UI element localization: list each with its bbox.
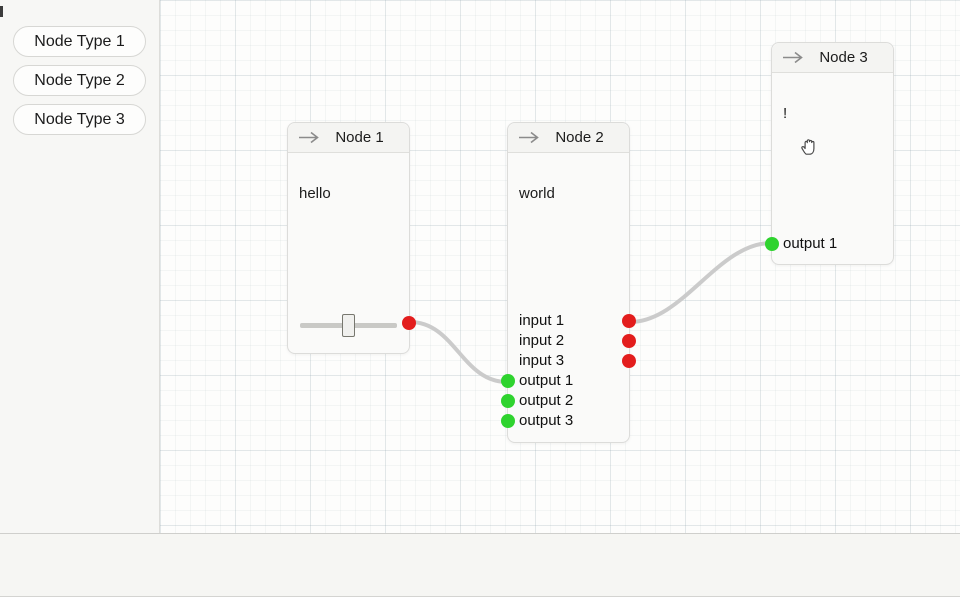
connections-layer	[408, 241, 773, 384]
arrow-right-icon	[518, 131, 540, 144]
node-2-output-2-label: output 2	[519, 392, 574, 409]
node-1-header[interactable]: Node 1	[288, 123, 409, 153]
node-1-content-text: hello	[299, 185, 331, 202]
connection-edge-node2-node3[interactable]	[628, 241, 773, 324]
sidebar-button-node-type-1[interactable]: Node Type 1	[13, 26, 146, 57]
flow-editor: Node Type 1 Node Type 2 Node Type 3 Node…	[0, 0, 960, 534]
node-1[interactable]: Node 1 hello	[287, 122, 416, 354]
sidebar: Node Type 1 Node Type 2 Node Type 3	[0, 0, 160, 533]
node-1-slider[interactable]	[300, 313, 397, 337]
node-2-output-1-label: output 1	[519, 372, 574, 389]
window-edge-artifact	[0, 6, 3, 17]
node-2-content-text: world	[519, 185, 555, 202]
grab-hand-cursor-icon	[799, 134, 819, 156]
node-2-output-port-1-dot[interactable]	[501, 374, 515, 388]
node-2-input-1-label: input 1	[519, 312, 565, 329]
node-2[interactable]: Node 2 world input 1 input 2 input 3 out…	[501, 122, 636, 443]
node-3[interactable]: Node 3 ! output 1	[765, 42, 894, 265]
node-3-content-text: !	[783, 105, 788, 122]
sidebar-button-node-type-3[interactable]: Node Type 3	[13, 104, 146, 135]
node-2-header[interactable]: Node 2	[508, 123, 629, 153]
arrow-right-icon	[298, 131, 320, 144]
node-2-input-2-label: input 2	[519, 332, 565, 349]
node-1-output-port-dot[interactable]	[402, 316, 416, 330]
sidebar-button-node-type-2[interactable]: Node Type 2	[13, 65, 146, 96]
arrow-right-icon	[782, 51, 804, 64]
node-2-input-port-1-dot[interactable]	[622, 314, 636, 328]
node-3-output-port-1-dot[interactable]	[765, 237, 779, 251]
node-3-header[interactable]: Node 3	[772, 43, 893, 73]
node-3-output-1-label: output 1	[783, 235, 838, 252]
node-3-title: Node 3	[819, 49, 868, 66]
connection-edge-node1-node2[interactable]	[408, 320, 509, 384]
node-1-title: Node 1	[335, 129, 384, 146]
node-2-input-port-3-dot[interactable]	[622, 354, 636, 368]
node-2-title: Node 2	[555, 129, 604, 146]
footer-bar	[0, 534, 960, 597]
node-2-input-port-2-dot[interactable]	[622, 334, 636, 348]
node-2-output-3-label: output 3	[519, 412, 574, 429]
node-2-output-port-3-dot[interactable]	[501, 414, 515, 428]
node-2-input-3-label: input 3	[519, 352, 565, 369]
node-2-output-port-2-dot[interactable]	[501, 394, 515, 408]
node-1-slider-wrap	[300, 313, 397, 337]
